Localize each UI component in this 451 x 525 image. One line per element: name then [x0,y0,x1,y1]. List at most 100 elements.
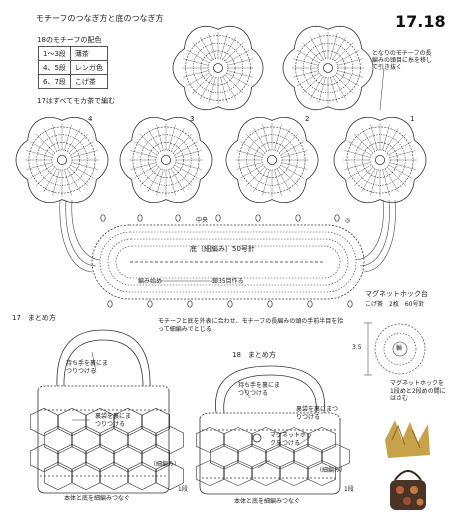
start-label: 編み始め [138,278,163,285]
bead-marker [175,214,181,222]
hex-motif [100,425,128,455]
diagram-title: モチーフのつなぎ方と底のつなぎ方 [36,14,164,23]
hex-motif [252,460,280,486]
finish17-handle-note: 持ち手を裏にまつりつける [66,360,109,375]
join-note: となりのモチーフの長編みの頭目に糸を移して引き抜く [372,50,433,72]
hex-motif [58,407,86,437]
hex-motif [308,460,336,486]
chain-label: 鎖35目作る [212,278,244,285]
hex-motif [210,443,238,470]
marker-label: ◎ [345,217,351,224]
table-cell: 薄茶 [69,46,108,61]
flower-motif [333,117,427,203]
bead-markers [100,214,353,308]
finish17-rows-label: 1段 [178,486,188,493]
hex-motif [72,461,100,491]
color-table: 1〜3段 薄茶 4、5段 レンガ色 6、7段 こげ茶 [38,46,108,89]
bead-marker [267,300,273,308]
table-cell: レンガ色 [69,60,108,75]
finish17-edge-label: （細編み） [150,461,181,468]
bag17-hex-grid [30,407,184,491]
table-row: 1〜3段 薄茶 [38,46,108,61]
table-row: 4、5段 レンガ色 [38,60,108,75]
magnet-subtitle: こげ茶 2枚 60号針 [365,301,425,308]
motif-number: 3 [190,115,195,123]
hex-motif [44,425,72,455]
finish17-bottom-note: 本体と底を細編みつなぐ [64,495,131,502]
finish18-title: 18 まとめ方 [232,351,276,359]
hex-motif [322,443,350,470]
bead-marker [147,300,153,308]
color-table-caption: 18のモチーフの配色 [37,36,102,44]
hex-motif [280,460,308,486]
flower-motif [282,25,374,111]
hex-motif [44,461,72,491]
color-note: 17はすべてモカ茶で編む [37,97,116,105]
flower-motif [15,117,109,203]
table-row: 6、7段 こげ茶 [38,74,108,89]
table-cell: 4、5段 [38,60,71,75]
page-number: 17.18 [395,12,446,31]
finish18-rows-label: 1段 [344,486,354,493]
motif-number: 2 [305,115,310,123]
hex-motif [86,443,114,473]
product-photo-2 [390,470,426,510]
hex-motif [30,443,58,473]
bead-marker [187,300,193,308]
flower-motif [172,25,264,111]
bottom-label: 底（細編み）50号針 [190,245,255,253]
hex-motif [224,460,252,486]
finish18-edge-label: （細編み） [316,467,347,474]
hex-motif [142,407,170,437]
flower-motif [225,117,319,203]
motif-number: 1 [410,115,415,123]
table-cell: 1〜3段 [38,46,71,61]
hex-motif [30,407,58,437]
bead-marker [295,214,301,222]
bead-marker [334,214,340,222]
hex-motif [294,443,322,470]
magnet-motif [364,322,426,376]
finish18-magnet-note: マグネットホックをつける [270,432,313,447]
flower-motif [119,117,213,203]
hex-motif [114,443,142,473]
table-cell: こげ茶 [69,74,108,89]
bottom-join-note: モチーフと底を外表に合わせ、モチーフの長編みの頭の手前半目を拾って細編みでとじる [158,318,344,333]
bead-marker [347,300,353,308]
bag18-hex-grid [196,427,350,486]
bead-marker [215,214,221,222]
magnet-dimension: 3.5 [352,344,362,351]
hex-motif [196,427,224,453]
magnet-center-label: 輪 [396,345,403,352]
hex-motif [156,461,184,491]
hex-motif [72,425,100,455]
bead-marker [227,300,233,308]
finish18-lining-note: 裏袋を裏にまつりつける [296,406,339,421]
center-label: 中央 [196,217,209,224]
bottom-oval [91,224,365,300]
hex-motif [58,443,86,473]
finish17-title: 17 まとめ方 [12,314,56,322]
magnet-note: マグネットホックを1段めと2段めの間にはさむ [390,380,446,402]
motif-number: 4 [88,115,93,123]
join-lines [59,199,396,273]
hex-motif [128,425,156,455]
hex-motif [100,461,128,491]
hex-motif [266,443,294,470]
leader-lines [72,67,385,469]
table-cell: 6、7段 [38,74,71,89]
hex-motif [156,425,184,455]
product-photo-1 [383,417,431,461]
hex-motif [128,461,156,491]
bead-marker [307,300,313,308]
bead-marker [107,300,113,308]
finish17-lining-note: 裏袋を裏にまつりつける [95,413,132,428]
motif-group [15,25,427,203]
bead-marker [137,214,143,222]
bead-marker [255,214,261,222]
bag18-outline [199,365,341,495]
finish18-handle-note: 持ち手を裏にまつりつける [238,382,281,397]
bead-marker [100,214,106,222]
hex-motif [224,427,252,453]
